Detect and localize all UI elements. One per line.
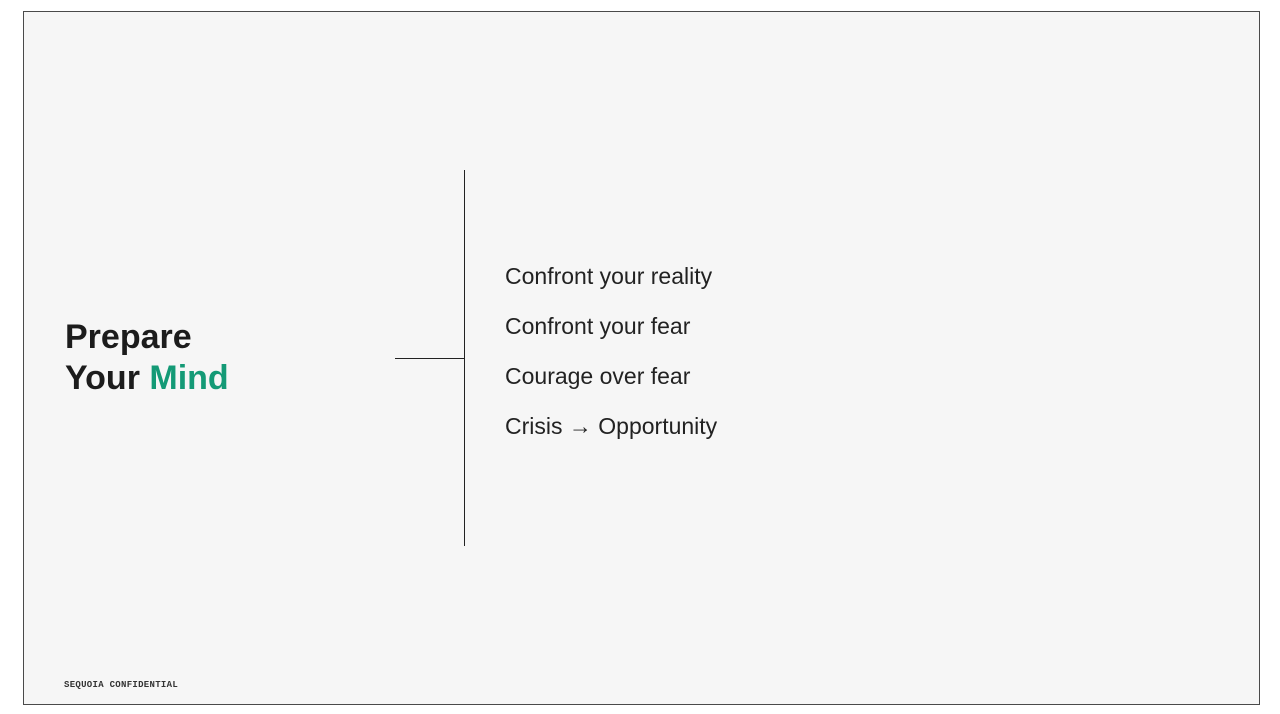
confidential-footer: SEQUOIA CONFIDENTIAL xyxy=(64,680,179,690)
points-list: Confront your reality Confront your fear… xyxy=(505,264,717,464)
point-item: Confront your reality xyxy=(505,263,713,289)
slide-title: Prepare Your Mind xyxy=(65,317,229,399)
slide: Prepare Your Mind Confront your reality … xyxy=(23,11,1260,705)
title-line-1: Prepare xyxy=(65,318,192,356)
point-item: Courage over fear xyxy=(505,363,691,389)
vertical-divider xyxy=(464,170,465,546)
title-word-mind: Mind xyxy=(149,359,229,397)
title-line-2: Your Mind xyxy=(65,358,229,399)
point-item: Crisis → Opportunity xyxy=(505,413,718,439)
point-item: Confront your fear xyxy=(505,313,691,339)
title-word-your: Your xyxy=(65,359,140,397)
connector-line xyxy=(395,358,465,359)
